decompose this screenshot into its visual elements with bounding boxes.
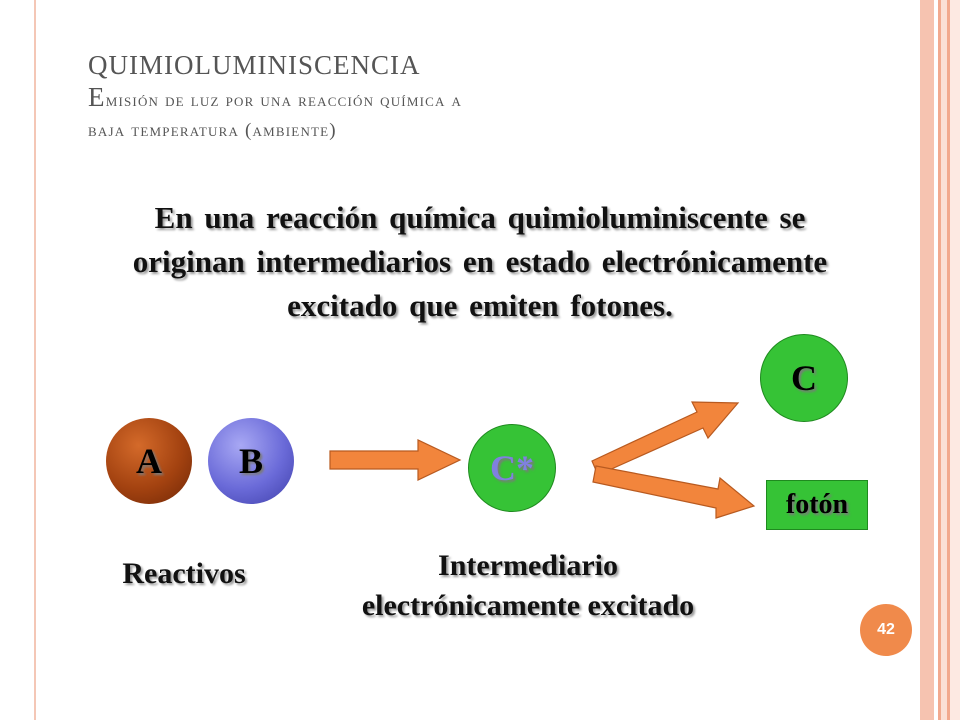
intermediate-caption-line2: electrónicamente excitado (361, 589, 695, 622)
reactant-a-sphere: A (106, 418, 192, 504)
border-stripe (934, 0, 938, 720)
border-stripe (950, 0, 960, 720)
page-number-badge: 42 (860, 604, 912, 656)
reactant-b-label: B (238, 441, 263, 481)
photon-box: fotón (766, 480, 868, 530)
border-stripe (920, 0, 934, 720)
border-stripe (938, 0, 941, 720)
intermediate-caption-line1: Intermediario (438, 549, 618, 582)
reactants-caption: Reactivos (122, 557, 246, 590)
photon-label: fotón (785, 489, 849, 520)
title-subtitle-line2: baja temperatura (ambiente) (88, 120, 337, 141)
intermediate-circle: C* (468, 424, 556, 512)
arrow-to-product (591, 401, 740, 476)
arrow-to-intermediate (329, 439, 462, 481)
intermediate-caption: Intermediario electrónicamente excitado (318, 546, 738, 626)
left-rule (34, 0, 36, 720)
product-circle: C (760, 334, 848, 422)
intro-paragraph: En una reacción química quimioluminiscen… (132, 200, 828, 323)
intermediate-label: C* (490, 448, 534, 488)
title-subtitle-line1: Emisión de luz por una reacción química … (88, 82, 463, 112)
reactant-b-sphere: B (208, 418, 294, 504)
title-main: QUIMIOLUMINISCENCIA (88, 50, 421, 80)
arrow-to-photon (592, 465, 756, 519)
slide-title: QUIMIOLUMINISCENCIA Emisión de luz por u… (88, 48, 868, 146)
border-stripe (947, 0, 950, 720)
reactant-a-label: A (136, 441, 162, 481)
product-label: C (791, 358, 817, 398)
border-stripe (941, 0, 947, 720)
